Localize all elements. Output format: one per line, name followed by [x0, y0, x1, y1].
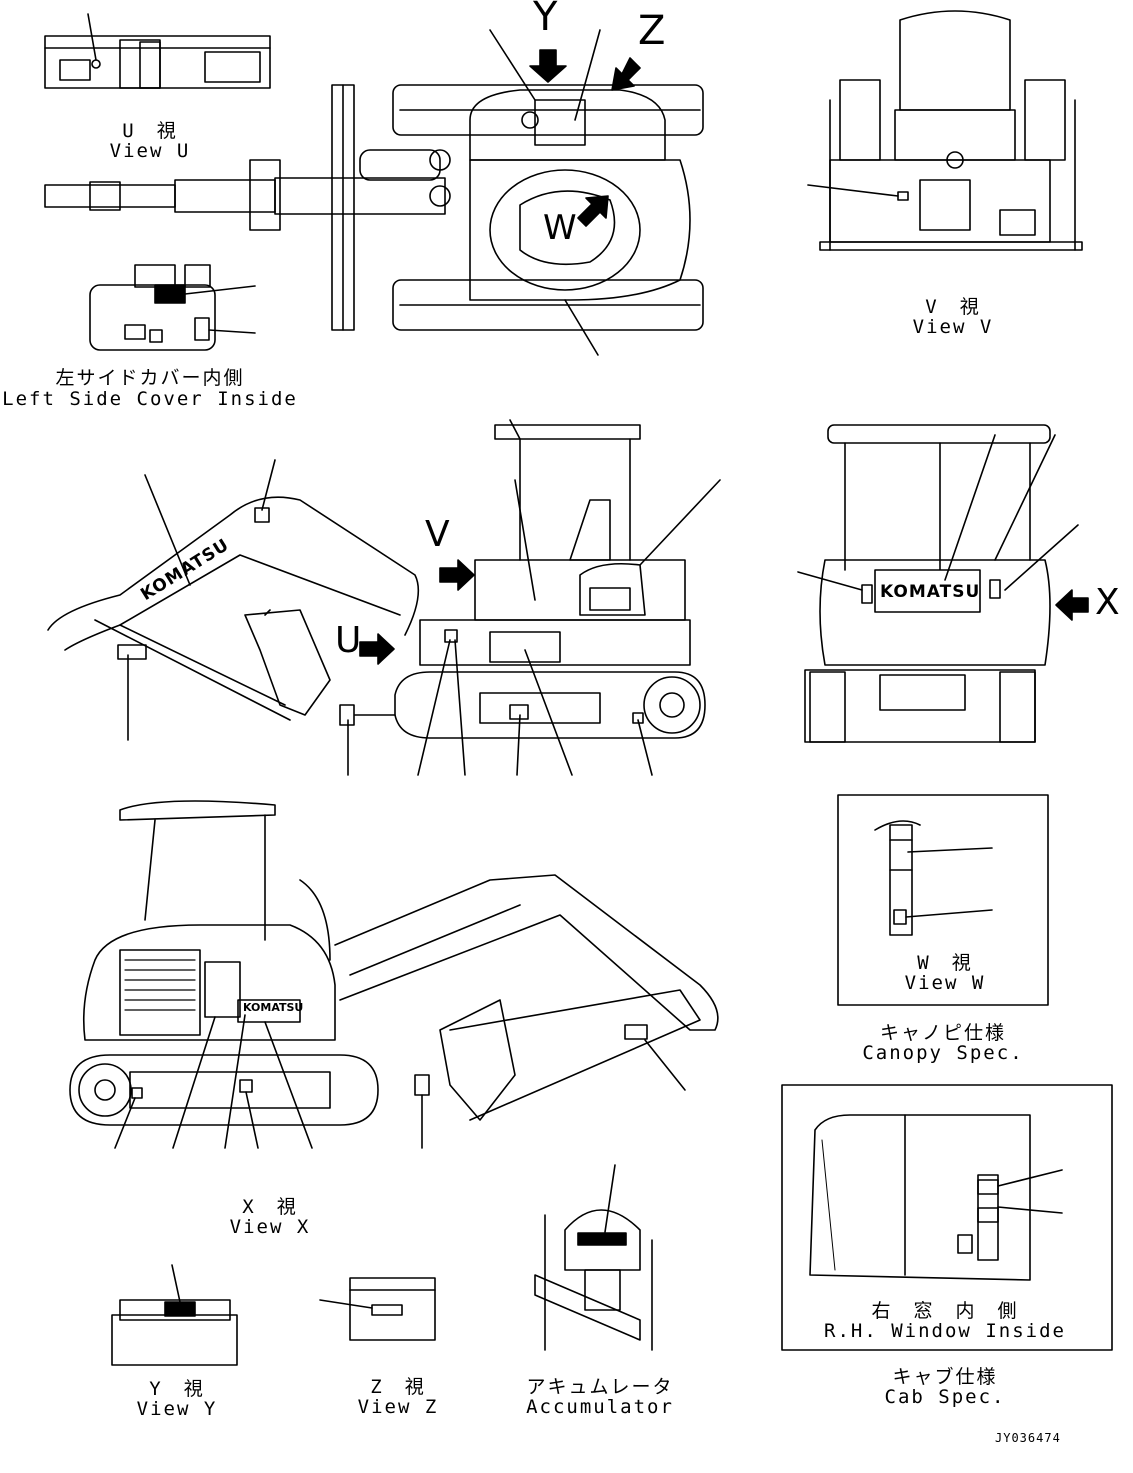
rh-window-label-en: R.H. Window Inside: [824, 1320, 1066, 1342]
view-v-label-en: View V: [912, 316, 994, 338]
accumulator-label-jp: アキュムレータ: [526, 1376, 674, 1398]
canopy-spec-jp: キャノピ仕様: [879, 1022, 1007, 1044]
view-x-label-jp: X 視: [242, 1196, 298, 1218]
view-v-label-jp: V 視: [925, 296, 981, 318]
view-w-box: [837, 794, 1049, 1006]
top-view-illustration: [44, 29, 704, 356]
marker-z: Z: [638, 8, 666, 54]
canopy-spec-en: Canopy Spec.: [862, 1042, 1024, 1064]
view-w-label-en: View W: [904, 972, 986, 994]
drawing-code: JY036474: [995, 1431, 1061, 1445]
view-z-illustration: [319, 1277, 436, 1341]
view-x-illustration: [69, 800, 719, 1149]
view-u-illustration: [44, 13, 271, 89]
cab-spec-en: Cab Spec.: [884, 1386, 1006, 1408]
view-y-label-jp: Y 視: [149, 1378, 205, 1400]
marker-w: W: [543, 208, 577, 248]
left-cover-illustration: [89, 264, 256, 351]
rear-view-illustration: [797, 424, 1089, 743]
rear-brand-logo: KOMATSU: [880, 582, 981, 602]
view-x-label-en: View X: [229, 1216, 311, 1238]
view-u-label-jp: U 視: [122, 120, 178, 142]
marker-x: X: [1095, 582, 1120, 623]
view-w-label-jp: W 視: [917, 952, 973, 974]
accumulator-label-en: Accumulator: [526, 1396, 674, 1418]
accumulator-illustration: [534, 1164, 653, 1351]
left-side-view-illustration: [47, 419, 721, 776]
view-v-illustration: [807, 10, 1083, 251]
left-cover-label-en: Left Side Cover Inside: [2, 388, 298, 410]
view-z-label-en: View Z: [357, 1396, 439, 1418]
marker-u: U: [335, 620, 362, 661]
view-u-label-en: View U: [109, 140, 191, 162]
marker-y: Y: [533, 0, 558, 40]
left-cover-label-jp: 左サイドカバー内側: [55, 367, 245, 389]
rh-window-label-jp: 右 窓 内 側: [871, 1300, 1019, 1322]
rh-window-box: [781, 1084, 1113, 1351]
view-y-illustration: [111, 1264, 238, 1366]
marker-v: V: [425, 514, 450, 555]
side-brand-logo: KOMATSU: [243, 1001, 304, 1014]
view-y-label-en: View Y: [136, 1398, 218, 1420]
cab-spec-jp: キャブ仕様: [892, 1366, 998, 1388]
view-z-label-jp: Z 視: [370, 1376, 426, 1398]
